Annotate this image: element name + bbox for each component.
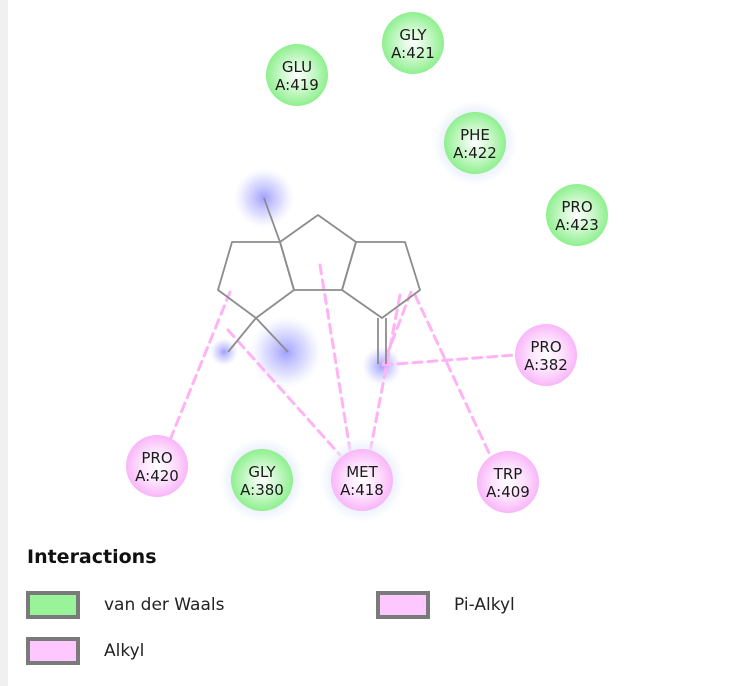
residue-id: A:422 <box>453 144 497 162</box>
residue-name: PHE <box>460 126 490 144</box>
residue-id: A:382 <box>524 356 568 374</box>
residue-id: A:420 <box>135 467 179 485</box>
interaction-lines <box>168 263 517 457</box>
residue-circle <box>515 324 577 386</box>
interaction-line <box>168 290 232 442</box>
legend-swatch-alkyl <box>26 637 80 665</box>
interaction-diagram: GLUA:419GLYA:421PHEA:422PROA:423PROA:382… <box>126 12 608 522</box>
residue-circle <box>546 184 608 246</box>
residue-id: A:418 <box>340 481 384 499</box>
solvent-accessibility-blobs <box>210 168 402 388</box>
residue-circle <box>231 449 293 511</box>
interaction-line <box>318 263 352 452</box>
residue-id: A:380 <box>240 481 284 499</box>
interaction-line <box>381 353 517 367</box>
residue-circle <box>266 44 328 106</box>
residue-id: A:409 <box>486 483 530 501</box>
residue-id: A:419 <box>275 76 319 94</box>
ligand-methyl-bond <box>227 317 257 353</box>
residue-id: A:421 <box>391 44 435 62</box>
residue-name: PRO <box>141 449 172 467</box>
ligand-methyl-bond <box>255 317 289 353</box>
residue-circle <box>382 12 444 74</box>
legend-swatch-van-der-waals <box>26 591 80 619</box>
residue-name: GLU <box>282 58 312 76</box>
legend-title: Interactions <box>27 546 157 568</box>
solvent-blob <box>210 338 238 366</box>
solvent-blob <box>250 316 322 388</box>
residue-name: TRP <box>493 465 523 483</box>
residue-name: PRO <box>530 338 561 356</box>
residue-name: GLY <box>399 26 427 44</box>
left-edge-strip <box>0 0 8 686</box>
residue-name: GLY <box>248 463 276 481</box>
residue-circle <box>477 451 539 513</box>
interaction-line <box>226 328 342 457</box>
legend-swatch-pi-alkyl <box>376 591 430 619</box>
residue-name: PRO <box>561 198 592 216</box>
legend-label: Alkyl <box>104 641 145 661</box>
legend-label: van der Waals <box>104 595 225 615</box>
residue-id: A:423 <box>555 216 599 234</box>
ligand-ring-left <box>217 241 295 319</box>
interaction-line <box>413 293 492 457</box>
interaction-line <box>368 293 402 454</box>
ligand-skeleton <box>217 197 421 364</box>
residue-layer: GLUA:419GLYA:421PHEA:422PROA:423PROA:382… <box>126 12 608 522</box>
ligand-methyl-bond <box>263 197 281 243</box>
residue-name: MET <box>346 463 378 481</box>
legend-label: Pi-Alkyl <box>454 595 515 615</box>
residue-circle <box>444 112 506 174</box>
residue-circle <box>331 449 393 511</box>
ligand-ring-right <box>341 241 421 319</box>
residue-circle <box>126 435 188 497</box>
interaction-line <box>381 290 413 367</box>
